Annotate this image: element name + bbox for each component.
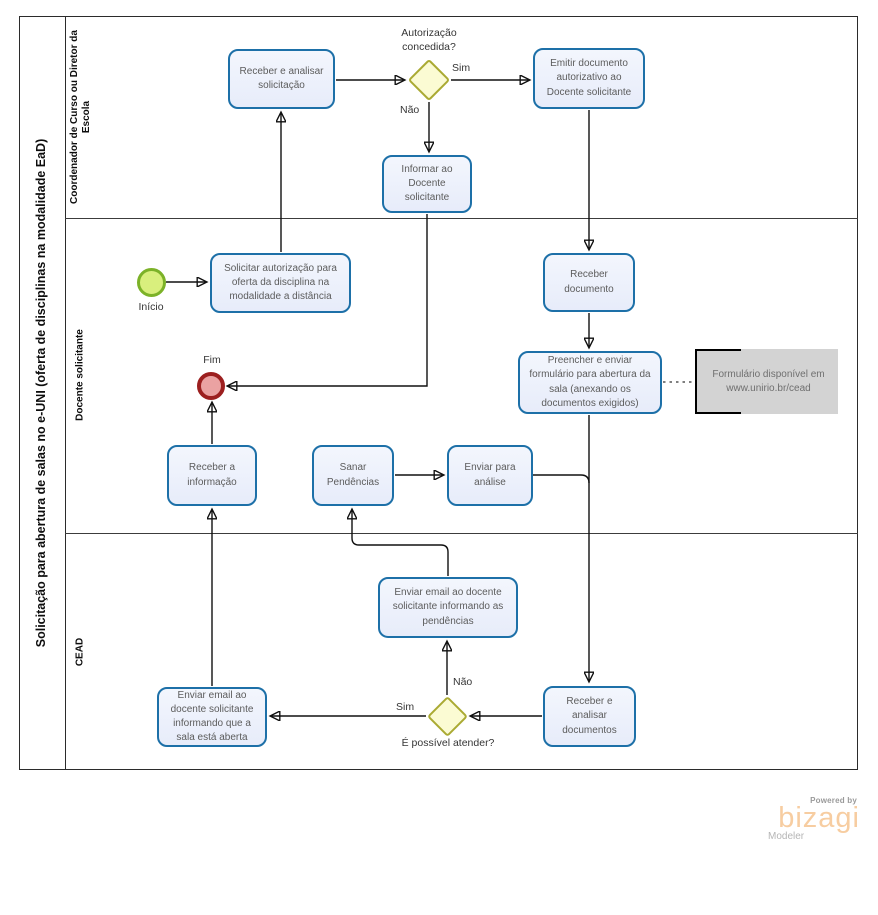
task-enviar-analise[interactable]: Enviar para análise: [447, 445, 533, 506]
gateway2-nao-label: Não: [453, 676, 473, 688]
task-receber-informacao[interactable]: Receber a informação: [167, 445, 257, 506]
task-enviar-email-pendencias[interactable]: Enviar email ao docente solicitante info…: [378, 577, 518, 638]
task-sanar-pendencias[interactable]: Sanar Pendências: [312, 445, 394, 506]
start-event[interactable]: [137, 268, 166, 297]
task-label: Receber a informação: [187, 462, 237, 488]
task-receber-analisar-solicitacao[interactable]: Receber e analisar solicitação: [228, 49, 335, 109]
lane-divider-2: [65, 533, 858, 534]
end-event-label: Fim: [203, 354, 221, 366]
task-label: Receber e analisar documentos: [562, 696, 617, 736]
task-label: Enviar email ao docente solicitante info…: [392, 587, 504, 627]
gateway1-sim-label: Sim: [452, 62, 471, 74]
pool-title: Solicitação para abertura de salas no e-…: [34, 138, 49, 648]
lane-label-cead: CEAD: [74, 637, 86, 667]
gateway1-nao-label: Não: [400, 104, 420, 116]
lane-label-docente: Docente solicitante: [74, 329, 86, 421]
pool-title-divider: [65, 16, 66, 770]
bizagi-logo: bizagi: [778, 802, 860, 834]
lane-divider-1: [65, 218, 858, 219]
annotation-formulario[interactable]: Formulário disponível em www.unirio.br/c…: [695, 349, 838, 414]
task-label: Enviar para análise: [464, 462, 516, 488]
annotation-text: Formulário disponível em www.unirio.br/c…: [712, 368, 825, 394]
task-label: Enviar email ao docente solicitante info…: [170, 689, 254, 744]
gateway2-question-label: É possível atender?: [401, 737, 495, 749]
task-label: Receber e analisar solicitação: [239, 65, 324, 91]
bizagi-branding: Powered by bizagi Modeler: [760, 796, 860, 842]
task-emitir-documento[interactable]: Emitir documento autorizativo ao Docente…: [533, 48, 645, 109]
modeler-label: Modeler: [768, 830, 805, 842]
task-label: Solicitar autorização para oferta da dis…: [224, 262, 337, 303]
task-informar-docente[interactable]: Informar ao Docente solicitante: [382, 155, 472, 213]
lane-label-coordenador: Coordenador de Curso ou Diretor da Escol…: [68, 30, 93, 204]
task-preencher-enviar[interactable]: Preencher e enviar formulário para abert…: [518, 351, 662, 414]
end-event[interactable]: [197, 372, 225, 400]
gateway2-sim-label: Sim: [396, 701, 415, 713]
task-solicitar-autorizacao[interactable]: Solicitar autorização para oferta da dis…: [210, 253, 351, 313]
task-receber-analisar-documentos[interactable]: Receber e analisar documentos: [543, 686, 636, 747]
task-enviar-email-sala-aberta[interactable]: Enviar email ao docente solicitante info…: [157, 687, 267, 747]
task-label: Sanar Pendências: [326, 462, 380, 488]
task-label: Preencher e enviar formulário para abert…: [529, 355, 651, 409]
powered-by-label: Powered by: [810, 796, 857, 805]
start-event-label: Início: [138, 301, 164, 313]
task-receber-documento[interactable]: Receber documento: [543, 253, 635, 312]
task-label: Receber documento: [564, 269, 614, 295]
gateway1-question-label: Autorização concedida?: [401, 27, 457, 53]
task-label: Informar ao Docente solicitante: [401, 163, 453, 204]
pool-border: [19, 16, 858, 770]
task-label: Emitir documento autorizativo ao Docente…: [546, 58, 632, 98]
